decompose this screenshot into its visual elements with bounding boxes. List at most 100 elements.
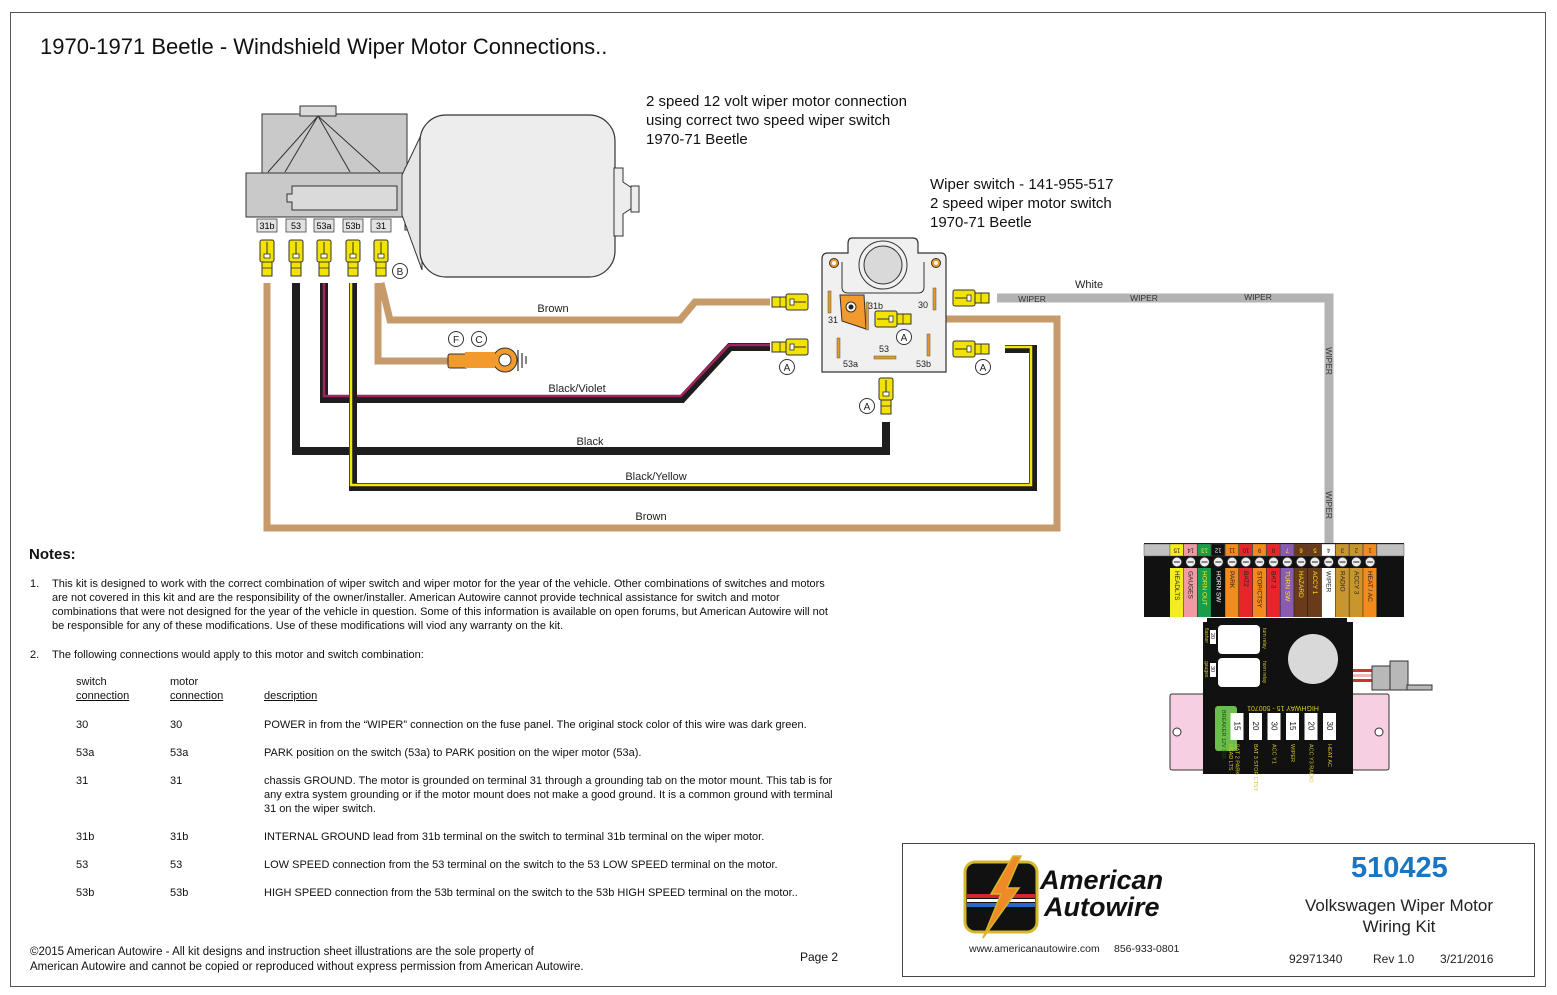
fuse-rating: 20 [1251, 722, 1260, 731]
circuit-number: 14 [1187, 546, 1194, 552]
header-motor-connection: connection [170, 690, 224, 702]
switch-terminal-53a: 53a [843, 359, 858, 369]
cell-description: PARK position on the switch (53a) to PAR… [264, 747, 642, 759]
circuit-number: 1 [1368, 546, 1372, 552]
circuit-number: 7 [1285, 546, 1289, 552]
fuse-label: WIPER [1289, 744, 1295, 762]
circuit-label: BAT 3 [1270, 571, 1277, 589]
callout-f: F [453, 335, 459, 346]
circuit-label: ACCY 3 [1352, 571, 1359, 595]
motor-caption-line: 1970-71 Beetle [646, 131, 748, 148]
fuse-rating: 20 [1307, 722, 1316, 731]
cell-switch: 53a [76, 747, 95, 759]
note-text: This kit is designed to work with the co… [52, 578, 828, 632]
fuse-label: ACC Y1 [1271, 744, 1277, 764]
switch-caption-line: 1970-71 Beetle [930, 214, 1032, 231]
circuit-number: 10 [1242, 546, 1249, 552]
sku-number: 92971340 [1289, 952, 1343, 966]
circuit-label: PARK [1228, 571, 1235, 589]
wiper-tag: WIPER [1244, 292, 1272, 302]
motor-connectors [259, 239, 389, 277]
wire-brown-ground [374, 283, 448, 365]
header-description: description [264, 690, 318, 702]
circuit-label: HORN SW [1214, 571, 1221, 603]
part-number: 510425 [1351, 852, 1448, 884]
relay-side-label: gauges [1203, 661, 1209, 678]
cell-switch: 31b [76, 831, 95, 843]
fuse-rating: 15 [1233, 722, 1242, 731]
cell-description: POWER in from the “WIPER” connection on … [264, 719, 807, 731]
connector-31b [259, 239, 275, 277]
cell-motor: 30 [170, 719, 183, 731]
switch-terminal-30: 30 [918, 300, 928, 310]
cell-switch: 31 [76, 775, 89, 787]
circuit-label: STOP/CTSY [1256, 571, 1263, 608]
panel-model: HIGHWAY 15 - 500701 [1247, 704, 1319, 711]
relay-rating: 30 [1209, 666, 1215, 672]
relay-side-label: flasher [1203, 628, 1209, 643]
page-title: 1970-1971 Beetle - Windshield Wiper Moto… [40, 34, 608, 59]
circuit-number: 8 [1271, 546, 1275, 552]
switch-terminal-53: 53 [879, 344, 889, 354]
notes-heading: Notes: [29, 546, 76, 563]
fuse-label: ACC Y3 RADIO [1308, 744, 1314, 783]
callout-b: B [397, 267, 404, 278]
cell-description: HIGH SPEED connection from the 53b termi… [264, 887, 798, 899]
motor-caption-line: using correct two speed wiper switch [646, 112, 891, 129]
motor-terminal-53b: 53b [345, 221, 360, 231]
fuse-label: BAT 3 STOP CTSY [1252, 744, 1258, 792]
circuit-label: HEAT / AC [1366, 571, 1373, 602]
motor-terminal-labels: 31b 53 53a 53b 31 [256, 218, 392, 233]
note-number: 1. [30, 578, 40, 590]
switch-terminal-53b: 53b [916, 359, 931, 369]
wire-label-brown-bottom: Brown [635, 511, 666, 523]
circuit-number: 11 [1228, 546, 1235, 552]
phone-number: 856-933-0801 [1114, 943, 1180, 955]
callout-a: A [980, 363, 987, 374]
wire-label-black: Black [577, 436, 604, 448]
kit-name: Volkswagen Wiper Motor Wiring Kit [1299, 895, 1499, 937]
circuit-number: 12 [1214, 546, 1221, 552]
cell-motor: 31 [170, 775, 183, 787]
breaker-sublabel: HEAD LTS [1227, 744, 1233, 771]
wiper-tag: WIPER [1324, 347, 1334, 375]
relay-label: turn relay [1261, 628, 1267, 649]
connector-31 [373, 239, 389, 277]
cell-motor: 53 [170, 859, 183, 871]
title-block: American Autowire www.americanautowire.c… [902, 843, 1535, 977]
circuit-label: BAT2 [1242, 571, 1249, 587]
fuse-label: HEAT AC [1326, 744, 1332, 767]
callout-a: A [864, 402, 871, 413]
circuit-number: 13 [1201, 546, 1208, 552]
circuit-label: HAZARD [1297, 571, 1304, 598]
circuit-label: GAUGES [1187, 571, 1194, 599]
circuit-number: 6 [1299, 546, 1303, 552]
connector-53b [345, 239, 361, 277]
cell-description: chassis GROUND. The motor is grounded on… [264, 775, 833, 815]
circuit-label: HORN OUT [1201, 571, 1208, 606]
circuit-label: ACCY 1 [1311, 571, 1318, 595]
connector-53a [316, 239, 332, 277]
revision: Rev 1.0 [1373, 952, 1415, 966]
website-link: www.americanautowire.com [969, 943, 1100, 955]
circuit-label: WIPER [1325, 571, 1332, 593]
circuit-label: RADIO [1339, 571, 1346, 592]
wiper-tag: WIPER [1324, 491, 1334, 519]
cell-motor: 31b [170, 831, 189, 843]
wiper-tag: WIPER [1130, 293, 1158, 303]
circuit-label: TURN SW [1283, 571, 1290, 602]
note-text: The following connections would apply to… [52, 649, 424, 661]
